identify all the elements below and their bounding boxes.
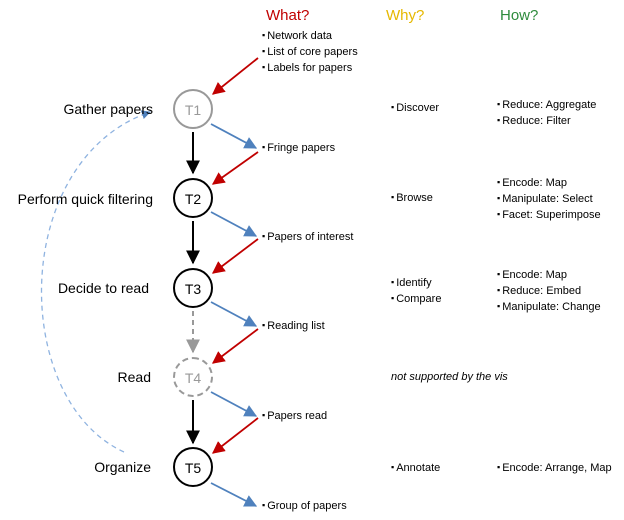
stage-node-t1: T1 [173,89,213,129]
why-item: Identify [391,275,441,291]
how-t2: Encode: Map Manipulate: Select Facet: Su… [497,175,601,223]
how-item: Facet: Superimpose [497,207,600,223]
output-arrow-t5 [210,482,258,507]
why-t5: Annotate [391,460,440,476]
output-label-t3: Reading list [262,318,324,334]
how-item: Encode: Map [497,267,601,283]
why-item: Compare [391,291,441,307]
output-arrow-t2 [210,211,258,237]
output-label-t1: Fringe papers [262,140,335,156]
how-item: Encode: Map [497,175,601,191]
input-list-t1: Network data List of core papers Labels … [262,28,358,76]
stage-label-t4: Read [117,369,151,385]
input-item: Labels for papers [262,60,358,76]
how-item: Manipulate: Change [497,299,600,315]
output-label-t5: Group of papers [262,498,347,514]
why-t2: Browse [391,190,433,206]
stage-label-t2: Perform quick filtering [17,191,153,207]
input-arrow-t1 [212,57,259,95]
stage-node-t2: T2 [173,178,213,218]
output-label-t4: Papers read [262,408,327,424]
why-t1: Discover [391,100,439,116]
stage-node-t3: T3 [173,268,213,308]
stage-node-t4: T4 [173,357,213,397]
input-arrow-t5 [212,417,259,454]
output-arrow-t3 [210,301,258,327]
header-how: How? [500,7,539,24]
how-item: Reduce: Aggregate [497,97,596,113]
how-item: Manipulate: Select [497,191,601,207]
stage-node-t5: T5 [173,447,213,487]
output-arrow-t4 [210,391,258,417]
how-t1: Reduce: Aggregate Reduce: Filter [497,97,596,129]
input-arrow-t2 [211,151,259,185]
output-label-t2: Papers of interest [262,229,353,245]
how-item: Reduce: Filter [497,113,596,129]
how-item: Reduce: Embed [497,283,601,299]
stage-label-t5: Organize [94,459,151,475]
why-t3: Identify Compare [391,275,441,307]
input-arrow-t3 [211,238,259,274]
input-arrow-t4 [211,328,259,364]
input-item: List of core papers [262,44,358,60]
header-what: What? [266,7,310,24]
stage-label-t1: Gather papers [63,101,154,117]
how-t3: Encode: Map Reduce: Embed Manipulate: Ch… [497,267,601,315]
how-t5: Encode: Arrange, Map [497,460,611,476]
not-supported-note: not supported by the vis [391,371,508,383]
stage-label-t3: Decide to read [57,280,149,296]
output-arrow-t1 [210,123,258,149]
input-item: Network data [262,28,358,44]
feedback-curve [40,110,151,453]
header-why: Why? [386,7,425,24]
